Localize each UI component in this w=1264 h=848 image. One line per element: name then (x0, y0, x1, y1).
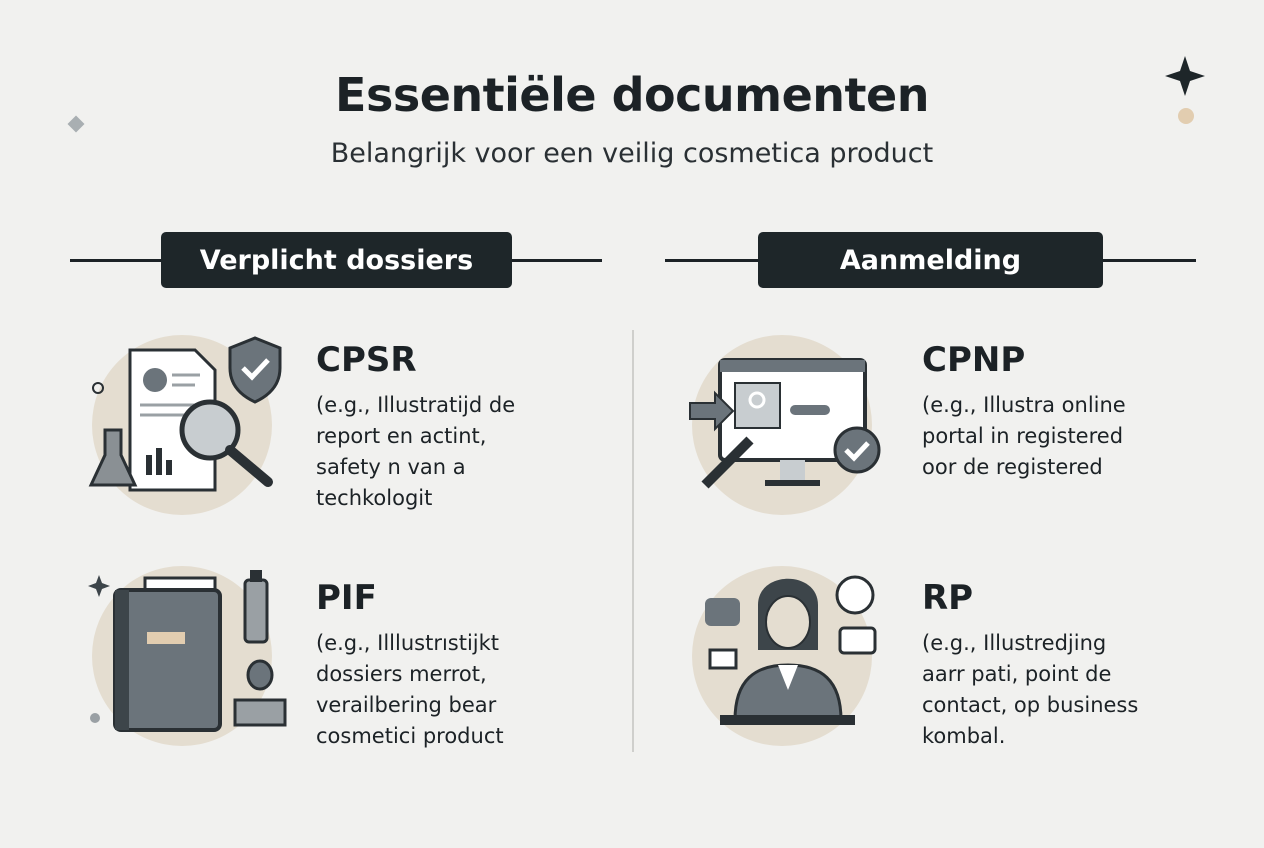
rp-title: RP (922, 578, 974, 618)
cpnp-description: (e.g., Illustra online portal in registe… (922, 393, 1126, 479)
pif-description: (e.g., Illlustrıstijkt dossiers merrot, … (316, 631, 504, 748)
sparkle-icon (1165, 56, 1205, 124)
column-divider (632, 330, 634, 752)
page-subtitle: Belangrijk voor een veilig cosmetica pro… (330, 138, 934, 169)
report-magnifier-shield-icon (88, 336, 282, 492)
cpnp-card: CPNP (e.g., Illustra online portal in re… (922, 340, 1222, 483)
cpnp-title: CPNP (922, 340, 1026, 380)
pif-title: PIF (316, 578, 377, 618)
cpsr-description: (e.g., Illustratijd de report en actint,… (316, 393, 516, 510)
contact-person-headset-icon (705, 575, 877, 725)
cpsr-title: CPSR (316, 340, 417, 380)
binder-stamp-icon (88, 570, 287, 732)
cpsr-card: CPSR (e.g., Illustratijd de report en ac… (316, 340, 616, 514)
online-portal-monitor-icon (689, 358, 881, 489)
rp-description: (e.g., Illustredjing aarr pati, point de… (922, 631, 1139, 748)
section-header-verplicht-dossiers: Verplicht dossiers (161, 232, 512, 288)
pif-card: PIF (e.g., Illlustrıstijkt dossiers merr… (316, 578, 616, 752)
diamond-icon (67, 115, 85, 133)
rp-card: RP (e.g., Illustredjing aarr pati, point… (922, 578, 1222, 752)
section-header-aanmelding: Aanmelding (758, 232, 1103, 288)
page-title: Essentiële documenten (335, 68, 929, 122)
